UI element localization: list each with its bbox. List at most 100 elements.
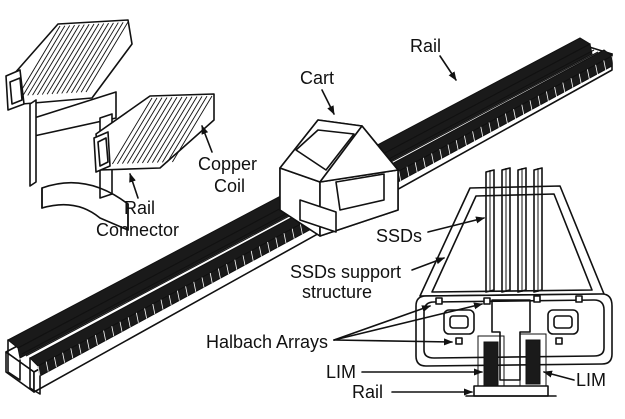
rail-segment-tick (603, 60, 607, 71)
rail-segment-tick (234, 259, 238, 270)
coil-winding (172, 95, 213, 163)
label-copper-coil-line1: Copper (198, 154, 257, 174)
rail-segment-tick (127, 317, 131, 328)
rail-segment-tick (226, 264, 229, 275)
rail-segment-tick (144, 308, 147, 319)
coil-winding (167, 95, 208, 163)
label-ssds-support-line2: structure (302, 282, 372, 302)
ssd-blades (485, 167, 543, 293)
coil-back-windings (17, 21, 129, 97)
rail-segment-tick (70, 348, 74, 359)
coil-winding (27, 25, 71, 96)
rail-segment-tick (464, 135, 467, 146)
rail-segment-tick (537, 95, 541, 106)
rail-segment-tick (283, 233, 287, 244)
label-lim-left: LIM (326, 362, 356, 382)
rail-segment-tick (218, 268, 221, 279)
rail-segment-tick (103, 330, 106, 341)
rail-segment-tick (95, 334, 98, 346)
coil-winding (127, 97, 168, 164)
rail-segment-tick (521, 104, 525, 115)
coil-winding (85, 21, 129, 93)
rail-segment-tick (439, 148, 443, 160)
arrow-icon (201, 125, 213, 153)
rail-segment-tick (275, 237, 279, 248)
arrow-icon (543, 370, 575, 381)
rail-segment-tick (546, 91, 549, 102)
rail-segment-tick (136, 312, 139, 323)
coil-winding (122, 97, 163, 164)
rail-segment-tick (242, 255, 246, 266)
rail-segment-tick (496, 117, 500, 129)
coil-winding (37, 24, 80, 96)
copper-coil-assembly-front (41, 93, 215, 231)
label-rail-bottom: Rail (352, 382, 383, 402)
rail-segment-tick (267, 241, 270, 253)
rail-segment-tick (578, 73, 582, 84)
coil-winding (66, 22, 109, 94)
arrow-icon (427, 216, 485, 233)
rail-segment-tick (431, 153, 434, 164)
rail-segment-tick (62, 352, 65, 363)
rail-segment-tick (259, 246, 262, 257)
rail-segment-tick (554, 86, 557, 98)
rail-segment-tick (160, 299, 164, 310)
rail-segment-tick (300, 224, 303, 235)
coil-winding (112, 97, 153, 165)
rail-segment-tick (111, 326, 115, 337)
rail-segment-tick (291, 228, 295, 239)
coil-winding (71, 22, 114, 94)
coil-winding (147, 96, 188, 164)
coil-winding (152, 96, 193, 163)
rail-segment-tick (472, 131, 475, 142)
rail-segment-tick (78, 343, 82, 354)
copper-coil-assembly-back (5, 19, 133, 199)
rail-segment-tick (185, 286, 188, 297)
coil-winding (41, 24, 85, 95)
rail-segment-tick (595, 64, 598, 75)
coil-winding (22, 25, 66, 96)
coil-winding (80, 22, 124, 93)
arrow-icon (439, 55, 457, 81)
coil-winding (137, 96, 178, 164)
rail-segment-tick (54, 357, 57, 368)
rail-segment-tick (119, 321, 123, 332)
rail-segment-tick (480, 126, 484, 137)
coil-winding (75, 22, 119, 93)
label-ssds: SSDs (376, 226, 422, 246)
coil-winding (162, 96, 203, 163)
rail-segment-tick (177, 290, 180, 301)
rail-segment-tick (587, 69, 590, 80)
rail-segment-tick (611, 55, 615, 67)
coil-winding (61, 23, 105, 94)
rail-segment-tick (529, 100, 533, 111)
label-rail-top: Rail (410, 36, 441, 56)
rail-segment-tick (250, 250, 254, 261)
label-ssds-support-line1: SSDs support (290, 262, 401, 282)
arrow-icon (333, 305, 431, 341)
arrow-icon (333, 338, 453, 346)
label-copper-coil-line2: Coil (214, 176, 245, 196)
rail-segment-tick (505, 113, 508, 124)
coil-winding (17, 25, 61, 97)
coil-winding (142, 96, 183, 164)
arrow-icon (321, 89, 335, 115)
coil-winding (117, 97, 158, 165)
coil-winding (46, 24, 90, 95)
arrow-icon (411, 257, 445, 271)
rail-segment-tick (152, 303, 156, 315)
label-lim-right: LIM (576, 370, 606, 390)
rail-segment-tick (45, 361, 49, 372)
coil-winding (157, 96, 198, 163)
rail-segment-tick (562, 82, 566, 93)
coil-front-windings (112, 95, 213, 165)
rail-segment-tick (513, 109, 516, 120)
rail-segment-tick (398, 171, 402, 182)
coil-winding (132, 97, 173, 164)
cart (279, 119, 399, 237)
arrow-icon (129, 173, 139, 199)
coil-winding (51, 23, 95, 95)
rail-segment-tick (488, 122, 492, 133)
coil-winding (32, 24, 75, 96)
